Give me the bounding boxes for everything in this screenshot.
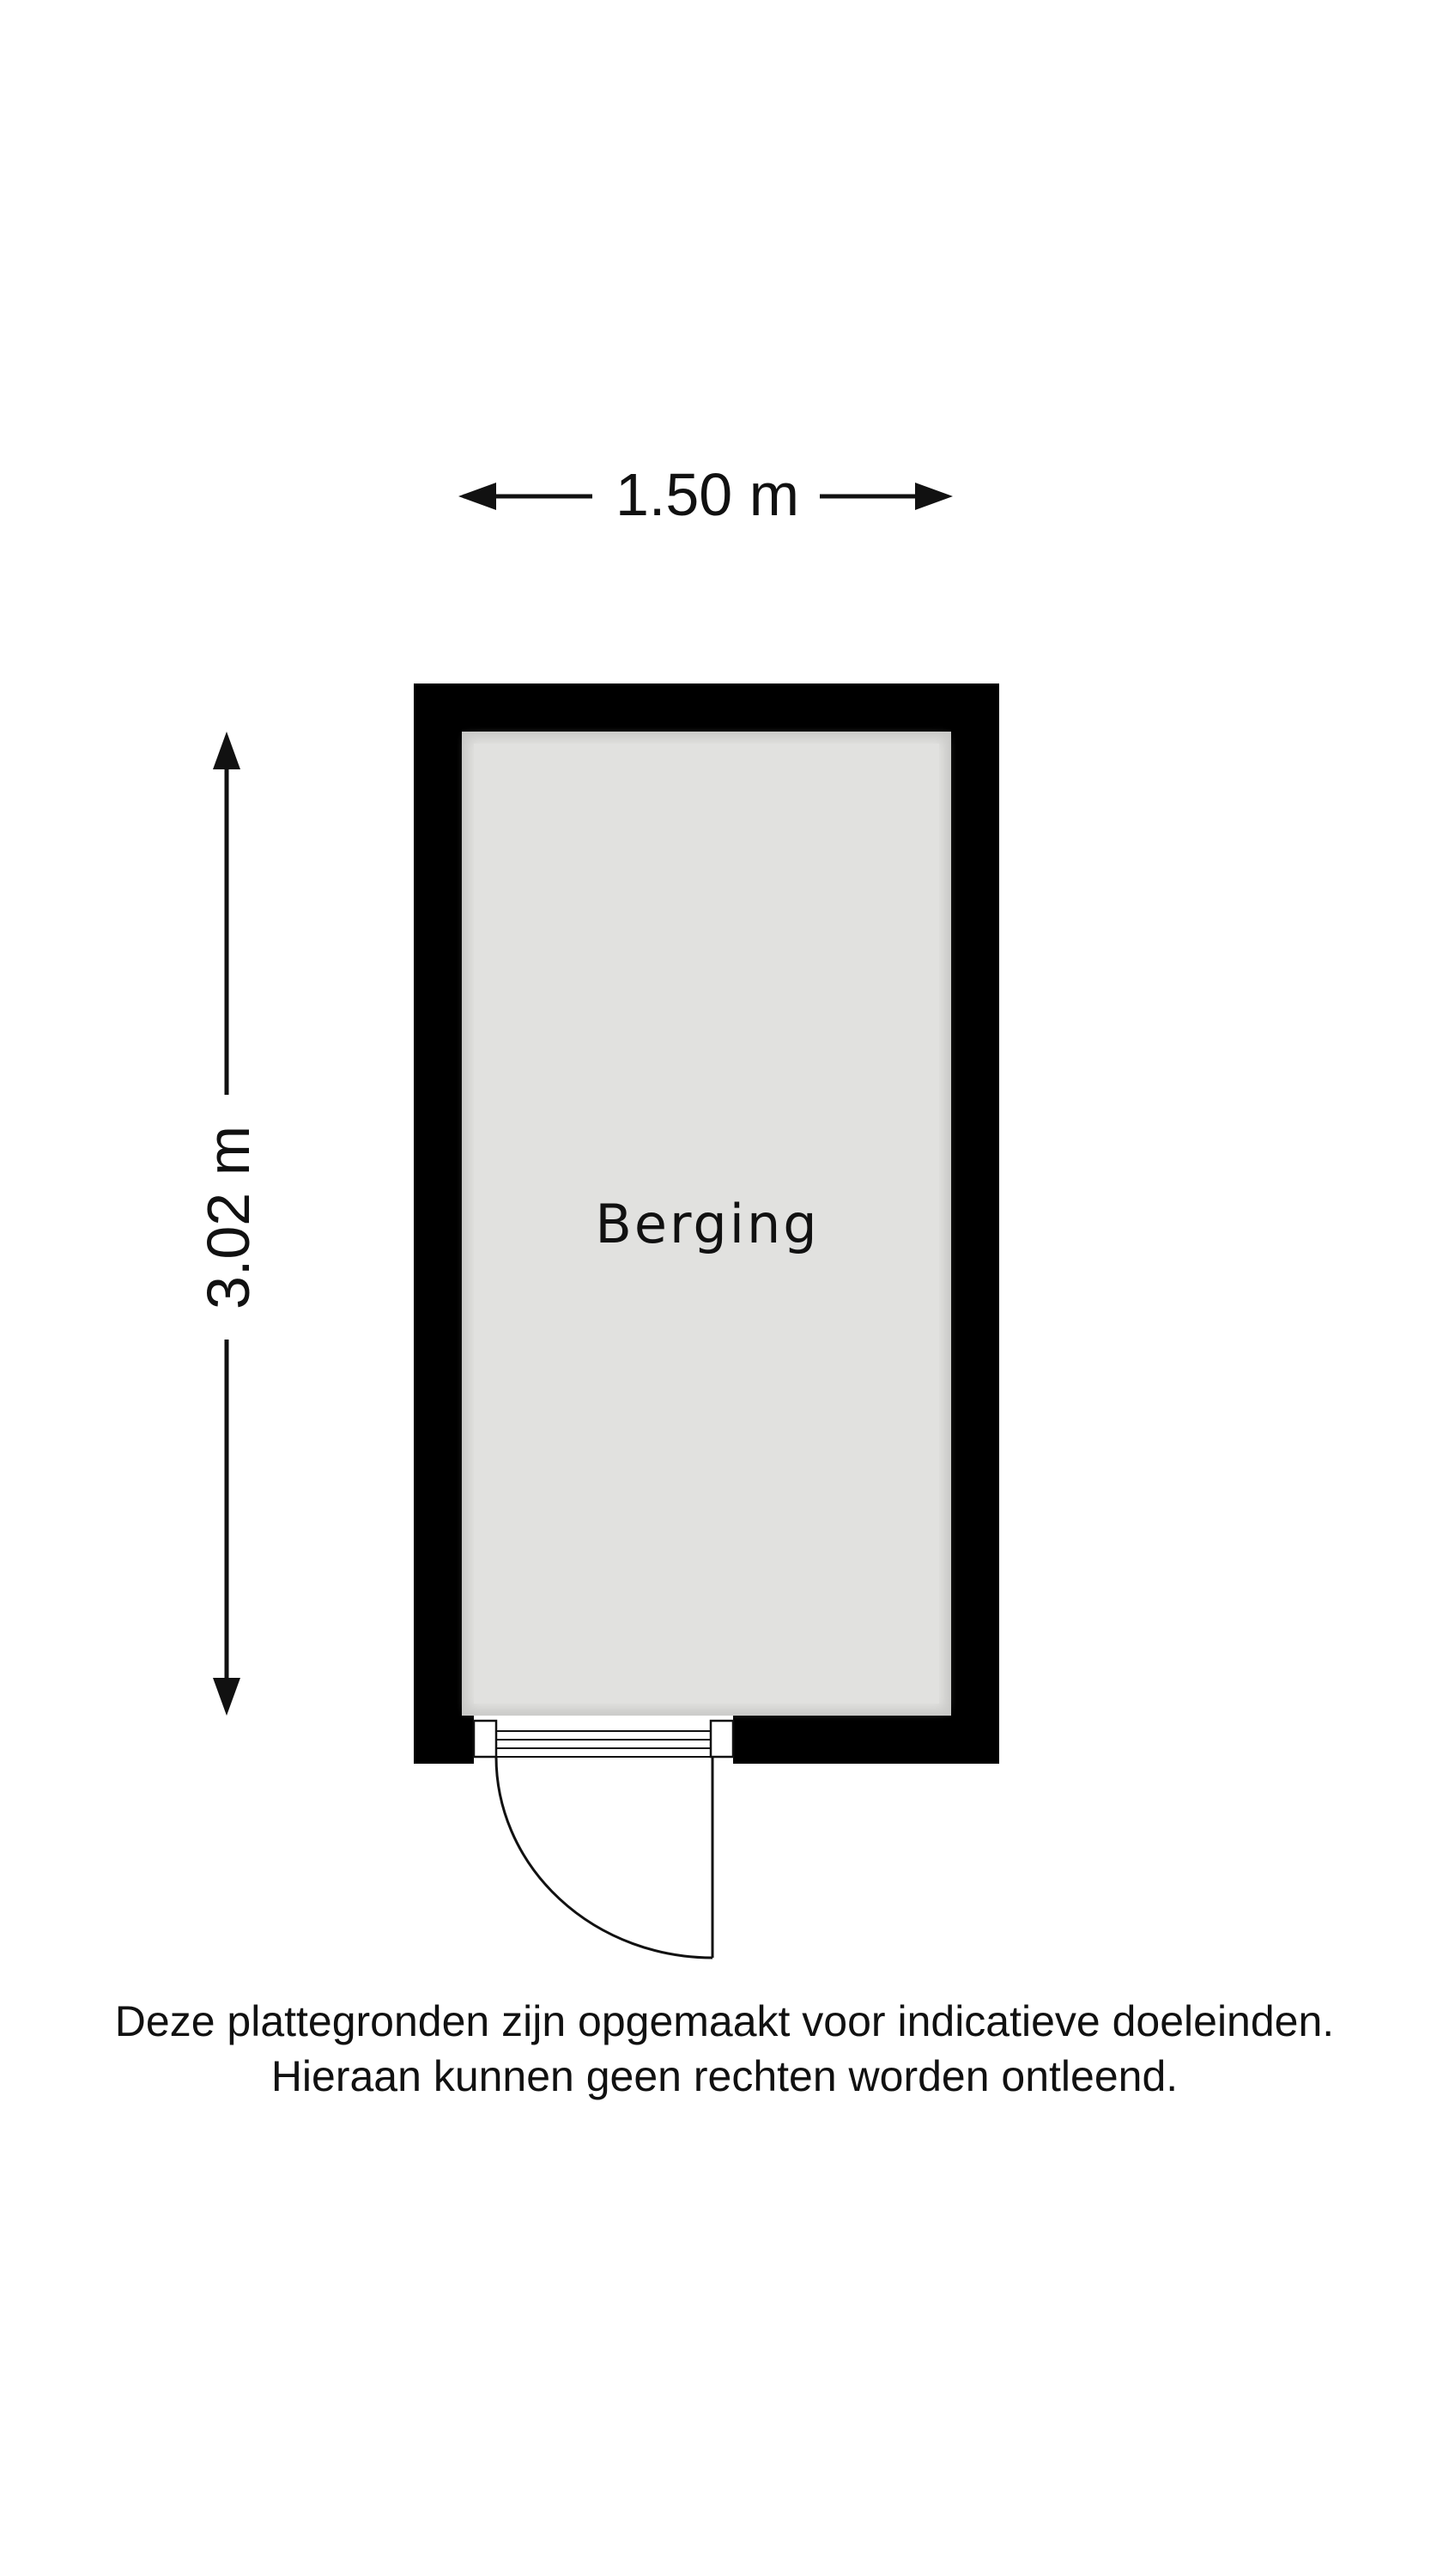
- door-opening: [472, 1716, 735, 1765]
- width-arrowhead-left: [458, 483, 496, 510]
- disclaimer-line-1: Deze plattegronden zijn opgemaakt voor i…: [114, 1997, 1335, 2045]
- width-label: 1.50 m: [615, 461, 799, 528]
- door-frame-left: [472, 1719, 498, 1759]
- width-dimension: 1.50 m: [458, 461, 953, 528]
- depth-label: 3.02 m: [195, 1126, 262, 1309]
- room-label: Berging: [595, 1193, 819, 1255]
- door-frame-right: [709, 1719, 735, 1759]
- floorplan-drawing: 1.50 m 3.02 m: [195, 461, 999, 1959]
- width-arrowhead-right: [915, 483, 953, 510]
- depth-arrowhead-top: [213, 732, 240, 769]
- door-swing: [494, 1756, 714, 1959]
- door-swing-arc: [494, 1756, 713, 1959]
- disclaimer-line-2: Hieraan kunnen geen rechten worden ontle…: [270, 2052, 1179, 2100]
- room-floor: [462, 732, 951, 1716]
- depth-arrowhead-bottom: [213, 1678, 240, 1716]
- depth-dimension: 3.02 m: [195, 732, 262, 1716]
